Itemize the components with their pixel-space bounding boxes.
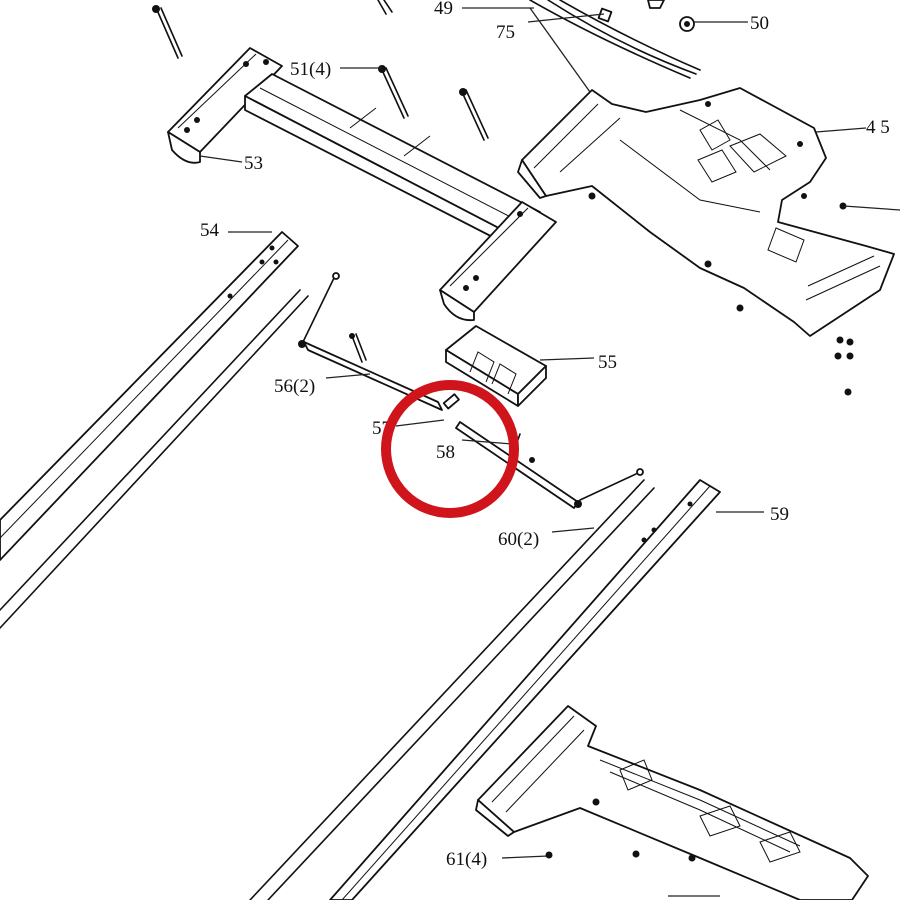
label-49: 49 [434, 0, 453, 19]
highlight-circle [381, 380, 519, 518]
part-55-block [445, 325, 547, 407]
parts-49-75-50 [377, 0, 701, 79]
part-bottom-frame [475, 705, 869, 900]
label-60: 60(2) [498, 529, 539, 550]
part-53-crossbar [167, 47, 557, 322]
label-50: 50 [750, 13, 769, 34]
label-45: 4 5 [866, 117, 890, 138]
part-59-right-rail [249, 479, 721, 900]
label-59: 59 [770, 504, 789, 525]
part-54-left-rail [0, 231, 309, 629]
bolt-top-left [152, 5, 183, 59]
label-55: 55 [598, 352, 617, 373]
label-51: 51(4) [290, 59, 331, 80]
label-54: 54 [200, 220, 220, 241]
label-61: 61(4) [446, 849, 487, 870]
part-45-base-frame [517, 87, 895, 337]
label-58: 58 [436, 442, 455, 463]
leader-lines [199, 7, 900, 897]
part-51-bolts [378, 65, 489, 141]
label-56: 56(2) [274, 376, 315, 397]
label-53: 53 [244, 153, 263, 174]
base-screws [588, 192, 854, 396]
label-75: 75 [496, 22, 515, 43]
